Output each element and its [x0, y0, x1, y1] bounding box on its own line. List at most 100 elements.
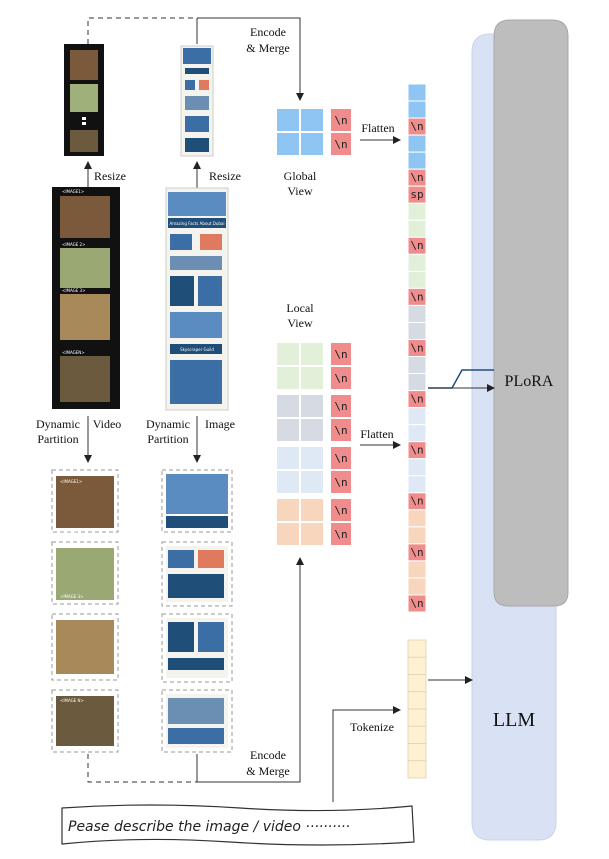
- token-cell-blue: [407, 100, 427, 119]
- tokenize-arrow: Tokenize: [332, 706, 401, 802]
- infographic-title: Amazing Facts About Dubai: [170, 221, 225, 226]
- to-plora-arrow: [428, 369, 495, 392]
- plora-panel: PLoRA: [493, 19, 569, 607]
- newline-token: \n: [334, 348, 347, 361]
- dynamic-partition-video: Dynamic Partition Video: [36, 416, 122, 463]
- dashed-bottom-connector: [87, 754, 198, 783]
- local-view-line1: Local: [286, 301, 314, 315]
- resize-image-label: Resize: [209, 169, 241, 183]
- infographic-footer: Skyscraper Guild: [180, 347, 214, 352]
- token-cell-nl: [407, 594, 427, 613]
- text-token-cell: [407, 760, 427, 779]
- encode-merge-bottom-arrow: Encode & Merge: [197, 557, 304, 783]
- flatten-top-arrow: Flatten: [360, 121, 401, 144]
- token-cell-peach: [407, 526, 427, 545]
- resize-video-label: Resize: [94, 169, 126, 183]
- video-frame-tags: <IMAGE1> <IMAGE 2> <IMAGE 3> <IMAGEN>: [62, 189, 85, 355]
- partition-tag-1: <IMAGE1>: [60, 479, 82, 484]
- resize-video-arrow: Resize: [84, 161, 126, 188]
- token-cell-green: [407, 253, 427, 272]
- token-cell-blue: [407, 134, 427, 153]
- resized-video-filmstrip: [64, 44, 104, 156]
- newline-token: \n: [334, 114, 347, 127]
- global-view-grid: [275, 107, 325, 157]
- text-token-cell: [407, 708, 427, 727]
- newline-token: \n: [410, 171, 423, 184]
- token-cell-gray: [407, 304, 427, 323]
- newline-token: \n: [410, 239, 423, 252]
- flattened-token-column: \n\nsp\n\n\n\n\n\n\n\n: [407, 83, 427, 613]
- dp-video-line1: Dynamic: [36, 417, 80, 431]
- local-view-grids: [275, 341, 325, 547]
- newline-token: \n: [334, 528, 347, 541]
- partitioned-infographic-tiles: [161, 469, 233, 753]
- token-cell-peach: [407, 577, 427, 596]
- token-cell-blue: [407, 151, 427, 170]
- dp-video-line2: Partition: [37, 432, 78, 446]
- encode-merge-bottom-line1: Encode: [250, 748, 286, 762]
- dynamic-partition-image: Dynamic Partition Image: [146, 416, 235, 463]
- newline-token: \n: [410, 597, 423, 610]
- newline-token: \n: [410, 120, 423, 133]
- text-token-cell: [407, 674, 427, 693]
- text-token-column: [407, 639, 427, 779]
- global-view-line2: View: [287, 184, 313, 198]
- prompt-text: Pease describe the image / video ·······…: [68, 819, 350, 835]
- token-cell-gray: [407, 356, 427, 375]
- flatten-bottom-arrow: Flatten: [360, 427, 401, 449]
- frame-tag-2: <IMAGE 2>: [62, 242, 85, 247]
- video-label: Video: [93, 417, 122, 431]
- text-token-cell: [407, 656, 427, 675]
- global-view-line1: Global: [284, 169, 317, 183]
- dashed-top-connector: [87, 17, 198, 44]
- newline-token: \n: [410, 393, 423, 406]
- newline-token: \n: [334, 476, 347, 489]
- encode-merge-top-line1: Encode: [250, 25, 286, 39]
- text-token-cell: [407, 725, 427, 744]
- separator-token: sp: [410, 188, 423, 201]
- token-cell-green: [407, 270, 427, 289]
- encode-merge-top-arrow: Encode & Merge: [197, 17, 304, 101]
- flatten-bottom-label: Flatten: [360, 427, 393, 441]
- newline-token: \n: [334, 424, 347, 437]
- newline-token: \n: [334, 400, 347, 413]
- resize-image-arrow: Resize: [193, 161, 241, 188]
- token-cell-green: [407, 219, 427, 238]
- video-filmstrip: [52, 187, 120, 409]
- text-token-cell: [407, 639, 427, 658]
- dp-image-line1: Dynamic: [146, 417, 190, 431]
- image-label: Image: [205, 417, 235, 431]
- newline-token: \n: [334, 372, 347, 385]
- local-view-line2: View: [287, 316, 313, 330]
- llm-label: LLM: [493, 709, 535, 731]
- plora-label: PLoRA: [505, 373, 554, 390]
- encode-merge-top-line2: & Merge: [246, 41, 289, 55]
- local-view-newlines: \n \n \n \n \n \n \n \n: [329, 341, 353, 547]
- newline-token: \n: [410, 444, 423, 457]
- token-cell-lightblue: [407, 407, 427, 426]
- token-cell-gray: [407, 321, 427, 340]
- frame-tag-3: <IMAGE 3>: [62, 288, 85, 293]
- dp-image-line2: Partition: [147, 432, 188, 446]
- frame-tag-1: <IMAGE1>: [62, 189, 84, 194]
- flatten-top-label: Flatten: [361, 121, 394, 135]
- token-cell-blue: [407, 83, 427, 102]
- newline-token: \n: [410, 495, 423, 508]
- token-cell-gray: [407, 373, 427, 392]
- encode-merge-bottom-line2: & Merge: [246, 764, 289, 778]
- partition-tag-n: <IMAGE N>: [60, 698, 84, 703]
- newline-token: \n: [410, 341, 423, 354]
- token-cell-green: [407, 202, 427, 221]
- partitioned-video-frames: <IMAGE1> <IMAGE 2> <IMAGE 3> <IMAGE N>: [51, 469, 119, 753]
- text-token-cell: [407, 743, 427, 762]
- global-view-newlines: \n \n: [329, 107, 353, 157]
- token-cell-lightblue: [407, 458, 427, 477]
- text-token-cell: [407, 691, 427, 710]
- token-cell-peach: [407, 560, 427, 579]
- newline-token: \n: [334, 452, 347, 465]
- frame-tag-n: <IMAGEN>: [62, 350, 85, 355]
- token-cell-lightblue: [407, 424, 427, 443]
- newline-token: \n: [334, 138, 347, 151]
- token-cell-peach: [407, 509, 427, 528]
- newline-token: \n: [410, 546, 423, 559]
